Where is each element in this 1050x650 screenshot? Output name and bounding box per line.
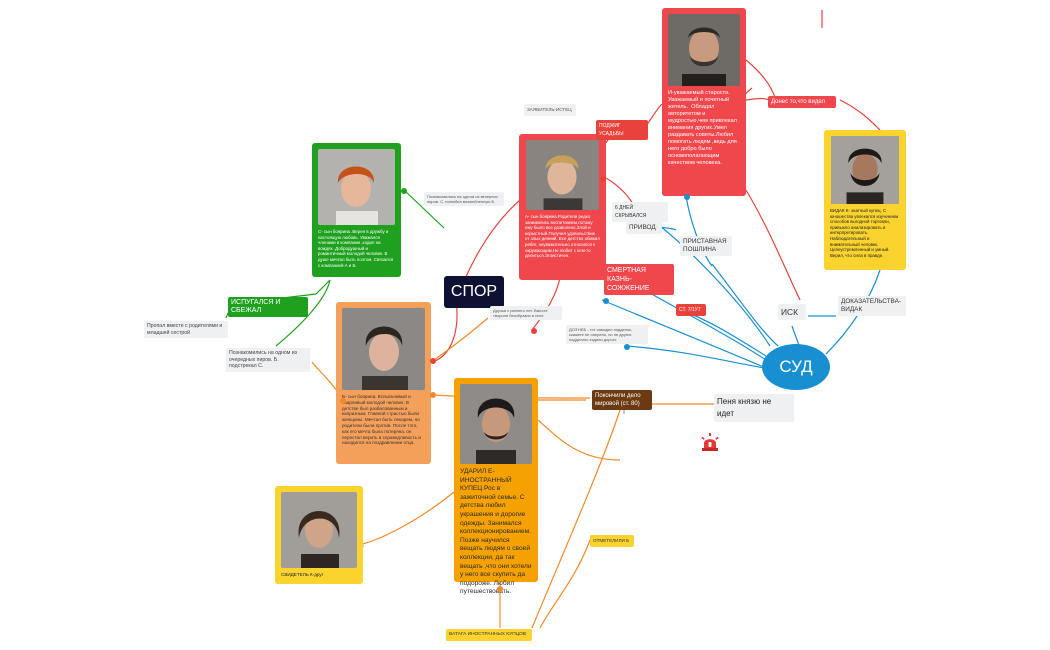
tag-smert[interactable]: СМЕРТНАЯ КАЗНЬ- СОЖЖЕНИЕ: [604, 264, 674, 295]
central-topic-spor[interactable]: СПОР: [444, 276, 504, 308]
dot-red-3: [430, 358, 436, 364]
portrait-elder: [668, 14, 740, 86]
tag-vataga[interactable]: ВАТАГА ИНОСТРАННЫХ КУПЦОВ: [446, 629, 532, 641]
dot-orange-3: [497, 586, 503, 592]
portrait-e: [460, 384, 532, 464]
portrait-vidak: [831, 136, 899, 204]
dot-red-1: [600, 176, 606, 182]
card-a[interactable]: А- сын боярина.Родители редко занимались…: [519, 134, 606, 280]
card-vidak-text: ВИДАК К- знатный купец. С юношества увле…: [830, 208, 900, 258]
tag-pristav[interactable]: ПРИСТАВНАЯ ПОШЛИНА: [680, 236, 732, 256]
tag-donos[interactable]: Донес то,что видел: [768, 96, 836, 108]
card-c-text: С- сын боярина .Верен в дружбу и настоящ…: [318, 229, 395, 268]
portrait-b: [342, 308, 425, 390]
card-witness[interactable]: СВИДЕТЕЛЬ К-друг: [275, 486, 363, 584]
tag-ispug[interactable]: ИСПУГАЛСЯ И СБЕЖАЛ: [228, 297, 308, 317]
tag-penya[interactable]: Пеня князю не идет: [714, 394, 794, 422]
portrait-a: [526, 140, 599, 210]
card-c[interactable]: С- сын боярина .Верен в дружбу и настоящ…: [312, 143, 401, 277]
note-fled: Пропал вместе с родителями и младшей сес…: [144, 321, 228, 339]
court-node[interactable]: СУД: [762, 344, 830, 390]
court-label: СУД: [779, 357, 813, 376]
tag-isk[interactable]: ИСК: [778, 304, 806, 320]
card-elder[interactable]: И-уважаемый староста. Уважаемый и почетн…: [662, 8, 746, 196]
note-friends: Друзья с раннего лет. Вместе творили без…: [490, 306, 562, 320]
dot-red-2: [531, 328, 537, 334]
card-a-text: А- сын боярина.Родители редко занимались…: [525, 214, 602, 259]
card-vidak[interactable]: ВИДАК К- знатный купец. С юношества увле…: [824, 130, 906, 270]
dot-blue-1: [624, 344, 630, 350]
tag-privod[interactable]: ПРИВОД: [626, 222, 662, 234]
note-b-intro: Познакомились на одном из очередных пиро…: [226, 348, 310, 372]
note-court: ДОЗ'НЕБ - тот самодел подделок, скажете …: [566, 325, 648, 344]
note-c-intro: Познакомились на одном из вечерних пиров…: [424, 192, 504, 206]
card-e-text: УДАРИЛ Е- ИНОСТРАННЫЙ КУПЕЦ Рос в зажито…: [460, 468, 534, 596]
card-elder-text: И-уважаемый староста. Уважаемый и почетн…: [668, 90, 739, 166]
dot-orange-1: [430, 392, 436, 398]
dot-green-1: [401, 188, 407, 194]
tag-otmetili[interactable]: ОТМЕТЕЛИЛИ Б: [590, 535, 634, 547]
card-b[interactable]: Б- сын боярина. Вспыльчивый и сварливый …: [336, 302, 431, 464]
dot-blue-3: [603, 298, 609, 304]
card-e[interactable]: УДАРИЛ Е- ИНОСТРАННЫЙ КУПЕЦ Рос в зажито…: [454, 378, 538, 595]
central-topic-label: СПОР: [450, 283, 498, 300]
card-witness-text: СВИДЕТЕЛЬ К-друг: [281, 572, 324, 577]
portrait-witness: [281, 492, 357, 568]
card-b-text: Б- сын боярина. Вспыльчивый и сварливый …: [342, 394, 423, 446]
tag-dokaz[interactable]: ДОКАЗАТЕЛЬСТВА- ВИДАК: [838, 296, 906, 316]
tag-six-days[interactable]: 6 ДНЕЙ СКРЫВАЛСЯ: [612, 202, 668, 222]
tag-st116[interactable]: СТ. 7/1У7: [676, 304, 706, 316]
portrait-c: [318, 149, 395, 225]
siren-icon: [700, 432, 720, 452]
tag-pokonchili[interactable]: Покончили дело мировой (ст. 80): [592, 390, 652, 410]
dot-orange-2: [340, 398, 346, 404]
tag-podzhig[interactable]: ПОДЖИГ УСАДЬБЫ: [596, 120, 648, 140]
note-zaivit: ЗАЯВИТЕЛЬ-ИСТЕЦ: [524, 104, 576, 116]
dot-blue-2: [684, 194, 690, 200]
